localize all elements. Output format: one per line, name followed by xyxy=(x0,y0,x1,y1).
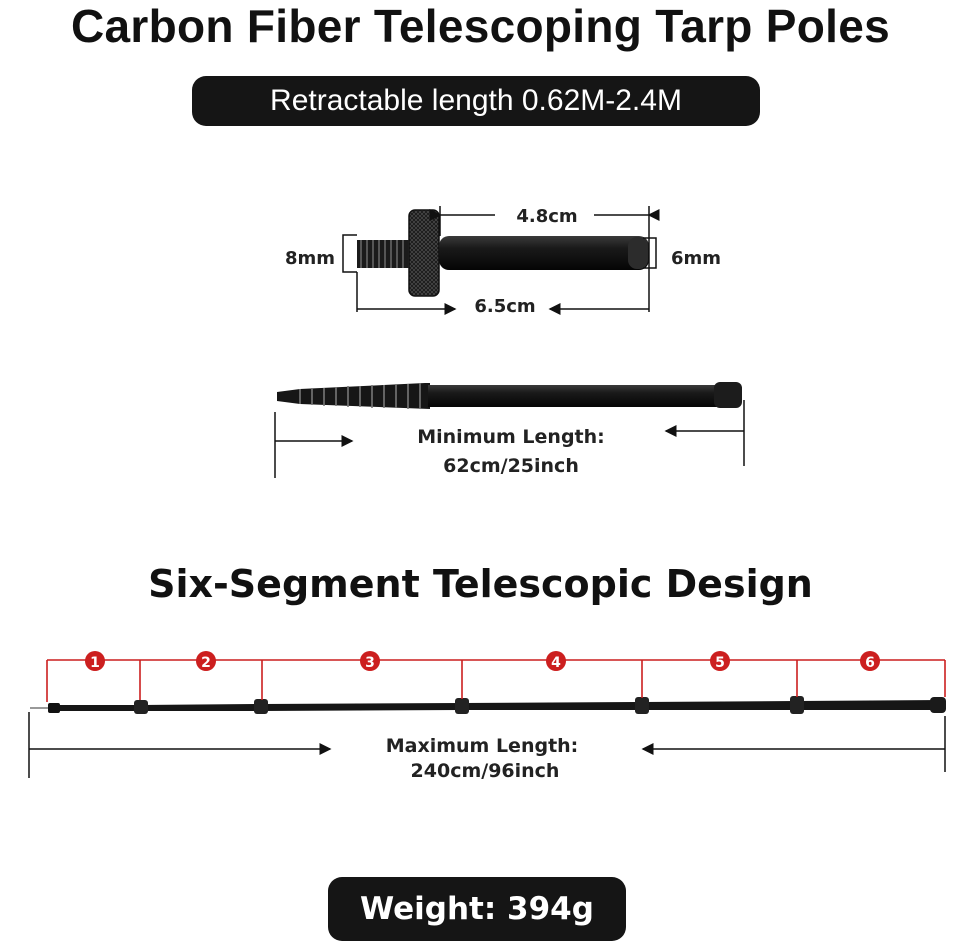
min-length-value: 62cm/25inch xyxy=(443,455,579,477)
total-length-label: 6.5cm xyxy=(474,296,535,317)
min-length-label: Minimum Length: xyxy=(417,426,605,448)
tip-diameter-label: 6mm xyxy=(671,248,721,269)
page-title: Carbon Fiber Telescoping Tarp Poles xyxy=(70,0,891,52)
segment-marker-3: 3 xyxy=(360,651,380,671)
tip-rod xyxy=(439,236,649,270)
segment-marker-5: 5 xyxy=(710,651,730,671)
max-length-value: 240cm/96inch xyxy=(411,760,560,782)
segment-marker-4: 4 xyxy=(546,651,566,671)
segment-number: 6 xyxy=(865,655,875,671)
weight-badge: Weight: 394g xyxy=(328,877,626,941)
segment-marker-6: 6 xyxy=(860,651,880,671)
thread-diameter-label: 8mm xyxy=(285,248,335,269)
thread-screw xyxy=(357,240,415,268)
tip-dimension-lines xyxy=(342,206,660,315)
segment-number: 2 xyxy=(201,655,211,671)
knurled-nut xyxy=(408,209,440,297)
rod-length-label: 4.8cm xyxy=(516,206,577,227)
extended-pole xyxy=(30,696,946,714)
collapsed-pole xyxy=(277,382,742,409)
max-length-label: Maximum Length: xyxy=(386,735,579,757)
tip-component xyxy=(357,209,649,297)
segment-number: 1 xyxy=(90,655,100,671)
segment-design-heading: Six-Segment Telescopic Design xyxy=(148,562,813,606)
segment-number: 3 xyxy=(365,655,375,671)
segment-marker-2: 2 xyxy=(196,651,216,671)
segment-marker-1: 1 xyxy=(85,651,105,671)
segment-bracket xyxy=(46,659,946,702)
segment-markers: 1 2 3 4 5 6 xyxy=(85,651,880,671)
segment-number: 4 xyxy=(551,655,561,671)
segment-number: 5 xyxy=(715,655,725,671)
max-length-dimension xyxy=(28,712,946,778)
retractable-length-badge: Retractable length 0.62M-2.4M xyxy=(192,76,760,126)
min-length-dimension xyxy=(274,400,745,478)
